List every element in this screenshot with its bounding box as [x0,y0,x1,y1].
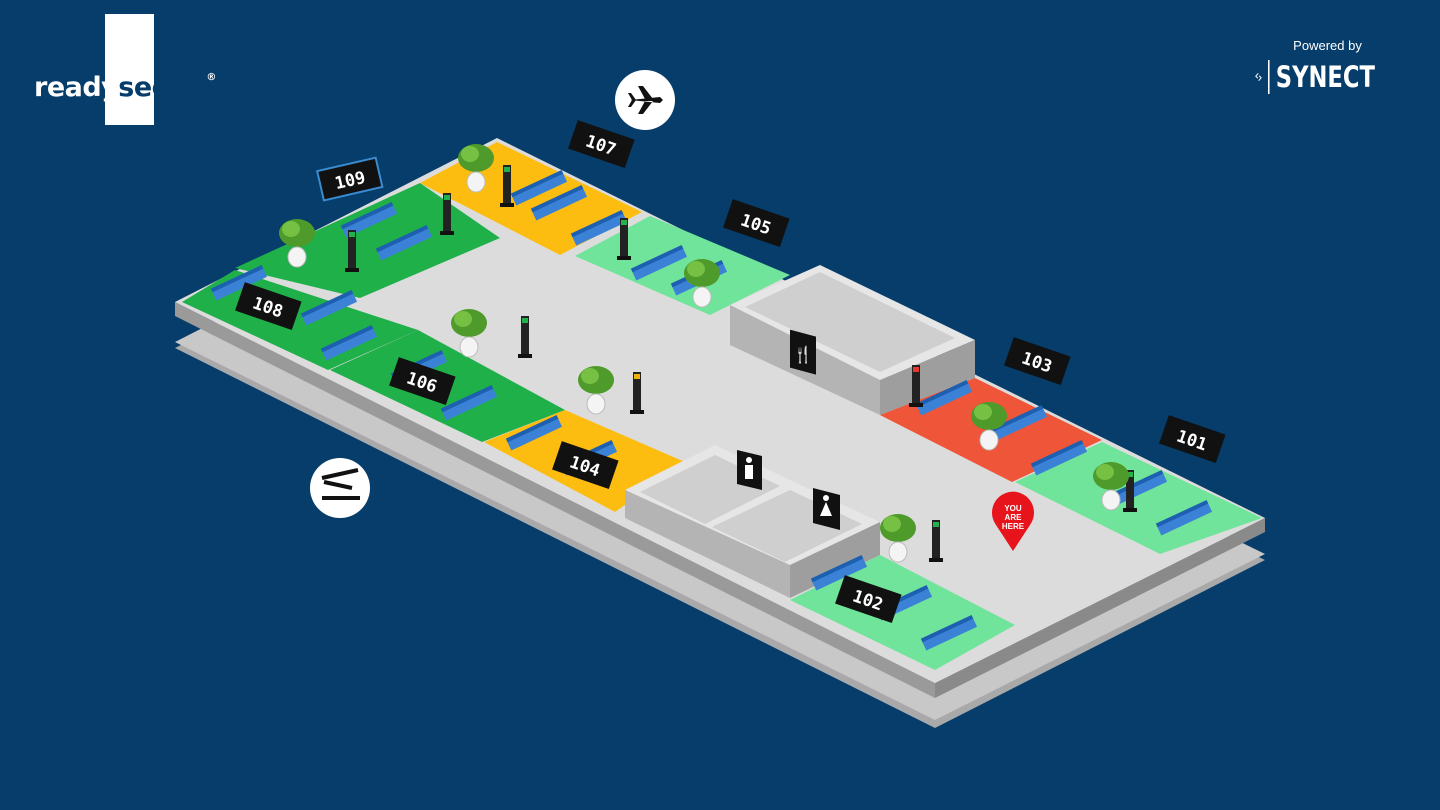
seat-row [510,170,568,206]
info-pillars [345,165,1137,562]
plant [458,144,494,193]
gate-sign-101[interactable]: 101 [1159,415,1226,464]
seat-row [1030,440,1088,476]
seat-row [915,380,973,416]
you-are-here-text: YOU [1004,504,1022,513]
gate-zone-109 [235,183,500,298]
you-are-here-text: HERE [1002,522,1025,531]
restaurant-icon: 🍴 [790,329,816,375]
seat-row [375,225,433,261]
mens-restroom-icon [737,450,762,490]
info-pillar [1123,470,1137,512]
logo-bar [105,14,154,125]
floor-side-right [935,518,1265,698]
gate-sign-108[interactable]: 108 [235,282,302,331]
logo-part1: ready [34,72,119,103]
synect-brand: SYNECT [1255,57,1405,97]
logo-text: readyseego® [34,72,216,103]
synect-logo-icon [1255,72,1262,82]
seat-row [570,210,628,246]
info-pillar [929,520,943,562]
readyseego-logo: readyseego® [0,0,240,140]
gate-sign-105[interactable]: 105 [723,199,790,248]
seat-row [1155,500,1213,536]
seat-row [505,415,563,451]
seat-row [920,615,978,651]
plant [578,366,614,415]
plants [279,144,1129,563]
seat-row [340,202,398,238]
seat-row [530,185,588,221]
plant [451,309,487,358]
seat-row [320,325,378,361]
info-pillar [345,230,359,272]
gate-zone-105 [575,216,790,315]
info-pillar [500,165,514,207]
seat-row [1110,470,1168,506]
floor-top [175,138,1265,683]
seat-row [210,265,268,301]
logo-part2: seego [118,72,207,103]
plant [880,514,916,563]
plant [1093,462,1129,511]
powered-by-label: Powered by [1293,38,1362,53]
gate-sign-102[interactable]: 102 [835,575,902,624]
seat-row [300,290,358,326]
powered-by: Powered by SYNECT [1255,38,1405,97]
floor-side-left [175,302,935,698]
info-pillar [909,365,923,407]
gate-sign-109[interactable]: 109 [315,156,384,202]
seat-row [630,245,688,281]
info-pillar [617,218,631,260]
plant [279,219,315,268]
plant [971,402,1007,451]
arrivals-plane-icon [615,70,675,130]
synect-name: SYNECT [1267,60,1375,94]
plant [684,259,720,308]
seat-row [990,405,1048,441]
you-are-here-marker: YOU ARE HERE [992,491,1035,551]
gate-zone-101 [1015,442,1262,554]
gate-sign-107[interactable]: 107 [568,120,635,169]
gate-sign-106[interactable]: 106 [389,357,456,406]
departures-icon [310,458,370,518]
logo-registered: ® [206,72,216,83]
info-pillar [440,193,454,235]
gate-sign-103[interactable]: 103 [1004,337,1071,386]
info-pillar [630,372,644,414]
svg-text:🍴: 🍴 [793,345,813,364]
you-are-here-text: ARE [1005,513,1023,522]
seat-row [810,555,868,591]
gate-sign-104[interactable]: 104 [552,441,619,490]
seat-row [440,385,498,421]
womens-restroom-icon [813,488,840,530]
info-pillar [518,316,532,358]
